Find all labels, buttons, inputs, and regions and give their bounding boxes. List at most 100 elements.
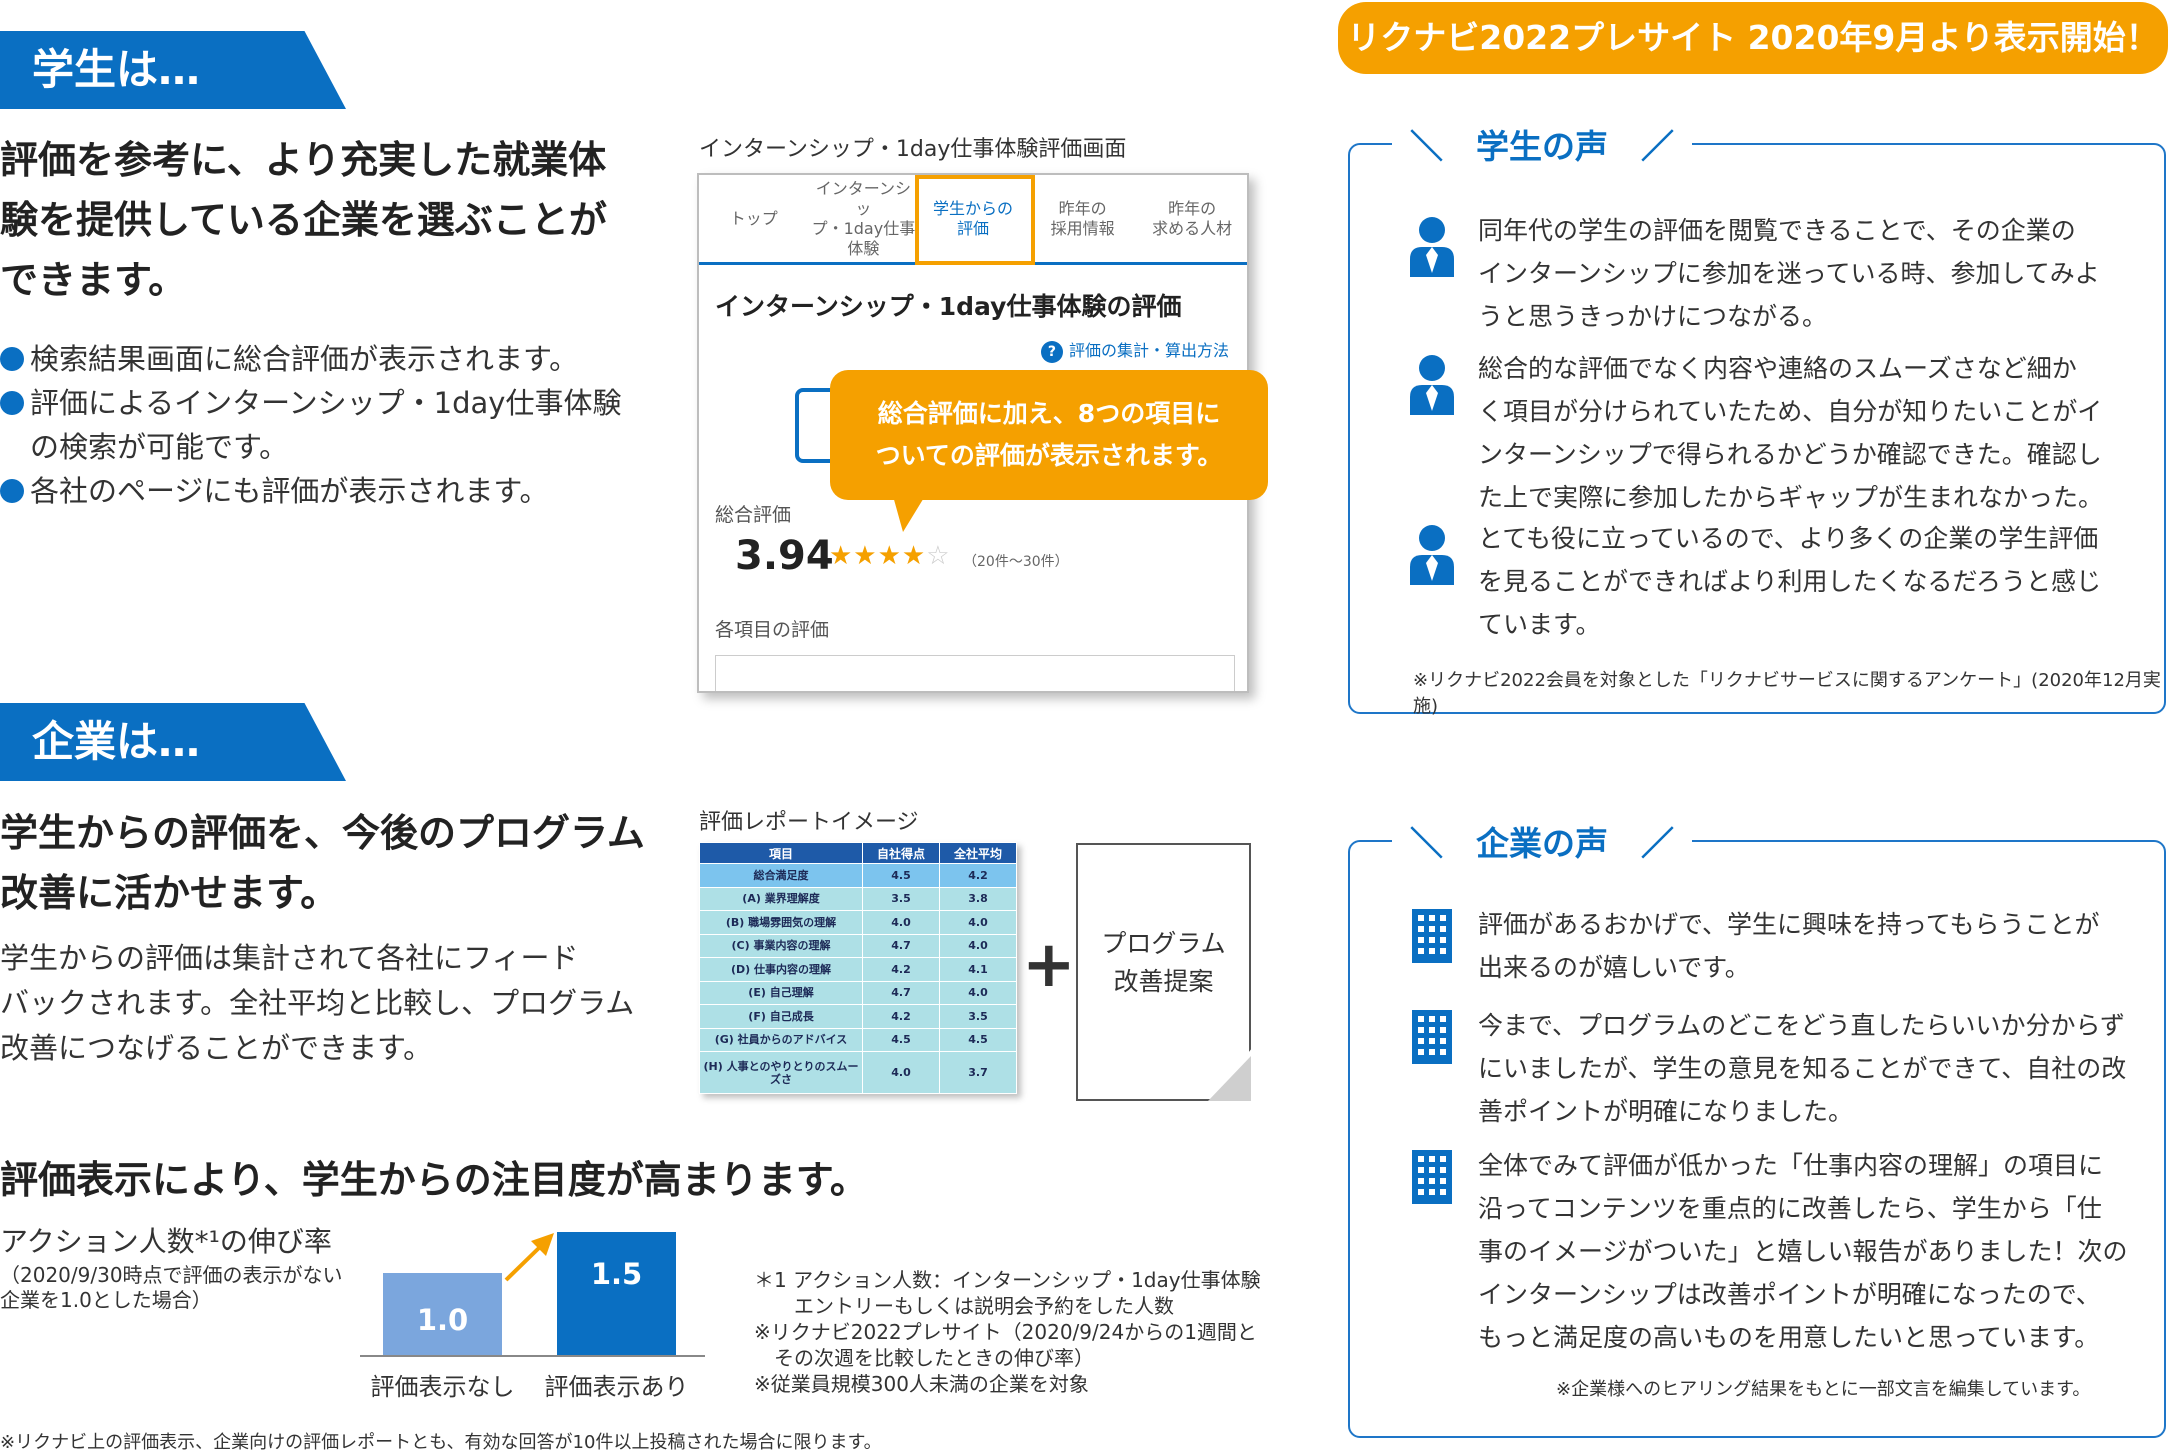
voice-text-line: 今まで、プログラムのどこをどう直したらいいか分からず	[1478, 1011, 2126, 1040]
report-item-cell: (E) 自己理解	[699, 980, 863, 1005]
document-label-line: プログラム	[1101, 929, 1226, 958]
help-link-text: 評価の集計・算出方法	[1068, 341, 1229, 360]
overall-score: 3.94	[735, 533, 834, 579]
mock-tab-line: 求める人材	[1152, 218, 1233, 238]
company-voice-note: ※企業様へのヒアリング結果をもとに一部文言を編集しています。	[1556, 1379, 2091, 1400]
report-score-cell: 3.7	[939, 1051, 1017, 1094]
voice-text-line: にいましたが、学生の意見を知ることができて、自社の改	[1478, 1054, 2127, 1083]
voice-text-line: 出来るのが嬉しいです。	[1478, 953, 1750, 982]
report-item-cell: (C) 事業内容の理解	[699, 933, 863, 958]
voice-text-line: 沿ってコンテンツを重点的に改善したら、学生から「仕	[1478, 1194, 2102, 1223]
bullet-text: 評価によるインターンシップ・1day仕事体験	[30, 386, 622, 420]
voice-text: 総合的な評価でなく内容や連絡のスムーズさなど細かく項目が分けられていたため、自分…	[1478, 347, 2128, 519]
report-item-cell: 総合満足度	[699, 863, 863, 888]
mock-tab-line: 昨年の	[1058, 198, 1107, 218]
voice-text: 今まで、プログラムのどこをどう直したらいいか分からずにいましたが、学生の意見を知…	[1478, 1004, 2128, 1133]
chart-category-label: 評価表示なし	[370, 1373, 515, 1401]
company-voice-title-text: 企業の声	[1476, 824, 1608, 863]
companies-section-tab: 企業は…	[0, 703, 346, 781]
voice-text-line: 同年代の学生の評価を閲覧できることで、その企業の	[1478, 216, 2076, 245]
chart-subtitle-line: 企業を1.0とした場合）	[0, 1288, 212, 1312]
bullet-text-continued: の検索が可能です。	[30, 430, 289, 464]
companies-body-line: 学生からの評価は集計されて各社にフィード	[0, 941, 579, 975]
students-bullet-list: 検索結果画面に総合評価が表示されます。 評価によるインターンシップ・1day仕事…	[0, 337, 660, 513]
voice-text: 評価があるおかげで、学生に興味を持ってもらうことが出来るのが嬉しいです。	[1478, 903, 2128, 989]
launch-banner: リクナビ2022プレサイト 2020年9月より表示開始！	[1338, 2, 2168, 74]
report-item-cell: (B) 職場雰囲気の理解	[699, 910, 863, 935]
item-ratings-panel	[715, 655, 1235, 691]
student-avatar-icon	[1408, 523, 1456, 589]
star-empty-icon: ☆	[926, 541, 951, 571]
chart-footnotes: ＊1 アクション人数：インターンシップ・1day仕事体験 エントリーもしくは説明…	[754, 1267, 1261, 1397]
attention-headline: 評価表示により、学生からの注目度が高まります。	[0, 1158, 868, 1202]
bullet-item: 評価によるインターンシップ・1day仕事体験	[0, 381, 660, 425]
chart-bar: 1.5	[557, 1232, 676, 1355]
chart-footnote-line: ※リクナビ2022プレサイト（2020/9/24からの1週間と	[754, 1320, 1257, 1344]
voice-text-line: とても役に立っているので、より多くの企業の学生評価	[1478, 524, 2099, 553]
mock-tab-line: 体験	[847, 238, 880, 258]
voice-text-line: を見ることができればより利用したくなるだろうと感じ	[1478, 567, 2102, 596]
star-rating: ★★★★☆	[829, 541, 951, 571]
evaluation-screen-mockup: トップ インターンシップ・1day仕事体験 学生からの評価 昨年の採用情報 昨年…	[697, 173, 1249, 693]
students-headline-line: できます。	[0, 258, 187, 302]
report-score-cell: 4.0	[862, 1051, 940, 1094]
student-voice-note: ※リクナビ2022会員を対象とした「リクナビサービスに関するアンケート」(202…	[1413, 670, 2161, 717]
review-count: （20件〜30件）	[963, 554, 1069, 570]
students-section-tab: 学生は…	[0, 31, 346, 109]
callout-tail	[893, 496, 925, 532]
bottom-footnote: ※リクナビ上の評価表示、企業向けの評価レポートとも、有効な回答が10件以上投稿さ…	[0, 1432, 882, 1451]
question-icon: ?	[1040, 340, 1063, 363]
voice-text-line: 全体でみて評価が低かった「仕事内容の理解」の項目に	[1478, 1151, 2104, 1180]
voice-text-line: 善ポイントが明確になりました。	[1478, 1097, 1854, 1126]
mock-tab-line: 採用情報	[1050, 218, 1115, 238]
companies-body: 学生からの評価は集計されて各社にフィード バックされます。全社平均と比較し、プロ…	[0, 936, 660, 1071]
overall-rating-label: 総合評価	[715, 504, 792, 526]
report-score-cell: 4.2	[862, 957, 940, 982]
student-voice-panel	[1348, 143, 2166, 714]
chart-subtitle: （2020/9/30時点で評価の表示がない 企業を1.0とした場合）	[0, 1263, 343, 1313]
item-ratings-label: 各項目の評価	[715, 619, 830, 641]
student-avatar-icon	[1408, 215, 1456, 281]
building-icon	[1412, 1010, 1452, 1068]
report-item-cell: (H) 人事とのやりとりのスムーズさ	[699, 1051, 863, 1094]
bullet-text: 各社のページにも評価が表示されます。	[30, 474, 549, 508]
mock-tab-recruit-info: 昨年の採用情報	[1028, 175, 1138, 262]
screen-caption: インターンシップ・1day仕事体験評価画面	[699, 137, 1127, 162]
voice-text-line: もっと満足度の高いものを用意したいと思っています。	[1478, 1323, 2100, 1352]
voice-text-line: 評価があるおかげで、学生に興味を持ってもらうことが	[1478, 910, 2100, 939]
students-headline-line: 評価を参考に、より充実した就業体	[0, 138, 607, 182]
mock-tab-line: 昨年の	[1168, 198, 1217, 218]
voice-text-line: インターンシップは改善ポイントが明確になったので、	[1478, 1280, 2101, 1309]
voice-text-line: く項目が分けられていたため、自分が知りたいことがイ	[1478, 397, 2103, 426]
student-voice-title-text: 学生の声	[1476, 127, 1608, 166]
report-item-cell: (G) 社員からのアドバイス	[699, 1027, 863, 1052]
report-score-cell: 3.5	[939, 1004, 1017, 1029]
callout-bubble: 総合評価に加え、8つの項目に ついての評価が表示されます。	[830, 370, 1268, 500]
chart-value-label: 1.5	[590, 1257, 643, 1291]
bullet-item: 検索結果画面に総合評価が表示されます。	[0, 337, 660, 381]
voice-text-line: た上で実際に参加したからギャップが生まれなかった。	[1478, 483, 2104, 512]
chart-footnote-line: ※従業員規模300人未満の企業を対象	[754, 1372, 1089, 1396]
star-filled-icons: ★★★★	[829, 541, 927, 571]
report-item-cell: (A) 業界理解度	[699, 886, 863, 911]
callout-line: ついての評価が表示されます。	[875, 441, 1223, 470]
report-score-cell: 4.1	[939, 957, 1017, 982]
voice-text-line: インターンシップに参加を迷っている時、参加してみよ	[1478, 259, 2100, 288]
mock-tab-line: 評価	[956, 218, 989, 238]
report-score-cell: 4.7	[862, 980, 940, 1005]
bullet-text: 検索結果画面に総合評価が表示されます。	[30, 342, 579, 376]
mock-tab-line: プ・1day仕事	[811, 218, 916, 238]
companies-headline-line: 改善に活かせます。	[0, 871, 339, 915]
bullet-dot-icon	[0, 347, 24, 371]
growth-arrow-line	[504, 1243, 544, 1282]
mock-tab-line: 学生からの	[932, 198, 1013, 218]
companies-body-line: バックされます。全社平均と比較し、プログラム	[0, 986, 635, 1020]
voice-text-line: うと思うきっかけにつながる。	[1478, 302, 1828, 331]
companies-headline: 学生からの評価を、今後のプログラム 改善に活かせます。	[0, 803, 660, 923]
chart-baseline	[360, 1355, 705, 1357]
